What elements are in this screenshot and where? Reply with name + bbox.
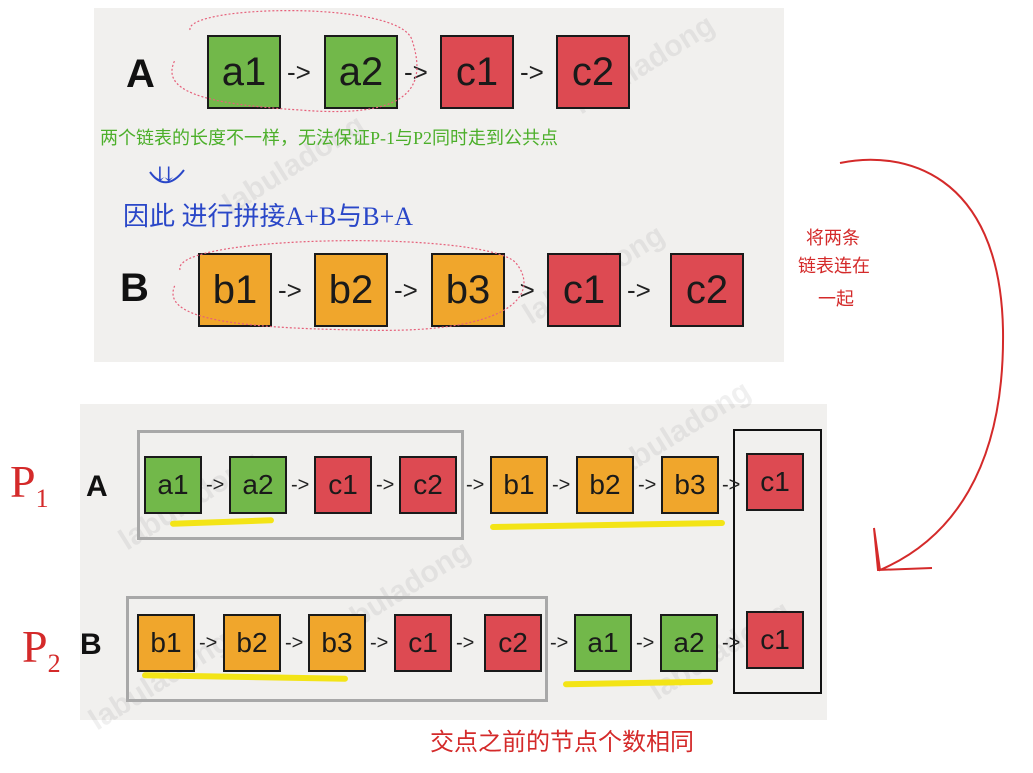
node: a2 bbox=[324, 35, 398, 109]
node: a2 bbox=[660, 614, 718, 672]
node: a2 bbox=[229, 456, 287, 514]
node: b2 bbox=[314, 253, 388, 327]
node: a1 bbox=[144, 456, 202, 514]
arrow: -> bbox=[376, 474, 395, 496]
node: c1 bbox=[547, 253, 621, 327]
red-bottom-note: 交点之前的节点个数相同 bbox=[430, 730, 694, 756]
list-b-label: B bbox=[120, 266, 149, 310]
node: b1 bbox=[490, 456, 548, 514]
curved-arrow-stroke bbox=[839, 158, 1005, 572]
arrow: -> bbox=[404, 57, 428, 87]
arrow: -> bbox=[206, 474, 225, 496]
blue-note: 因此 进行拼接A+B与B+A bbox=[123, 202, 414, 231]
dotted-outline-a bbox=[171, 9, 418, 113]
node: c1 bbox=[394, 614, 452, 672]
node: b3 bbox=[661, 456, 719, 514]
node: c1 bbox=[314, 456, 372, 514]
therefore-mark: ⇊ bbox=[156, 164, 173, 186]
pointer-p1: P1 bbox=[10, 456, 49, 514]
row-b-label: B bbox=[80, 628, 102, 661]
node: c1 bbox=[746, 611, 804, 669]
row-a-label: A bbox=[86, 470, 108, 503]
prefix-box-a bbox=[137, 430, 464, 540]
node: c2 bbox=[670, 253, 744, 327]
node: a1 bbox=[207, 35, 281, 109]
arrow: -> bbox=[278, 275, 302, 305]
arrow: -> bbox=[199, 632, 218, 654]
red-side-note-line: 一起 bbox=[818, 289, 854, 309]
node: c2 bbox=[399, 456, 457, 514]
node: b1 bbox=[198, 253, 272, 327]
node: c2 bbox=[484, 614, 542, 672]
arrow: -> bbox=[627, 275, 651, 305]
arrow: -> bbox=[638, 474, 657, 496]
arrow: -> bbox=[456, 632, 475, 654]
green-note: 两个链表的长度不一样，无法保证P-1与P2同时走到公共点 bbox=[100, 128, 559, 148]
prefix-box-b bbox=[126, 596, 548, 702]
list-a-label: A bbox=[126, 52, 155, 96]
node: b3 bbox=[431, 253, 505, 327]
arrow: -> bbox=[287, 57, 311, 87]
arrow: -> bbox=[722, 632, 741, 654]
node: c2 bbox=[556, 35, 630, 109]
arrow: -> bbox=[394, 275, 418, 305]
arrow: -> bbox=[285, 632, 304, 654]
node: b2 bbox=[223, 614, 281, 672]
node: c1 bbox=[440, 35, 514, 109]
arrow: -> bbox=[722, 474, 741, 496]
arrow: -> bbox=[291, 474, 310, 496]
arrow: -> bbox=[370, 632, 389, 654]
intersection-box bbox=[733, 429, 822, 694]
arrow: -> bbox=[636, 632, 655, 654]
red-side-note-line: 将两条 bbox=[806, 228, 860, 248]
node: a1 bbox=[574, 614, 632, 672]
therefore-stroke bbox=[149, 169, 185, 184]
node: b1 bbox=[137, 614, 195, 672]
node: b2 bbox=[576, 456, 634, 514]
arrow: -> bbox=[520, 57, 544, 87]
arrow: -> bbox=[552, 474, 571, 496]
arrow: -> bbox=[466, 474, 485, 496]
dotted-outline-b bbox=[172, 240, 525, 331]
node: c1 bbox=[746, 453, 804, 511]
node: b3 bbox=[308, 614, 366, 672]
pointer-p2: P2 bbox=[22, 621, 61, 679]
red-side-note-line: 链表连在 bbox=[798, 256, 870, 276]
arrow: -> bbox=[550, 632, 569, 654]
